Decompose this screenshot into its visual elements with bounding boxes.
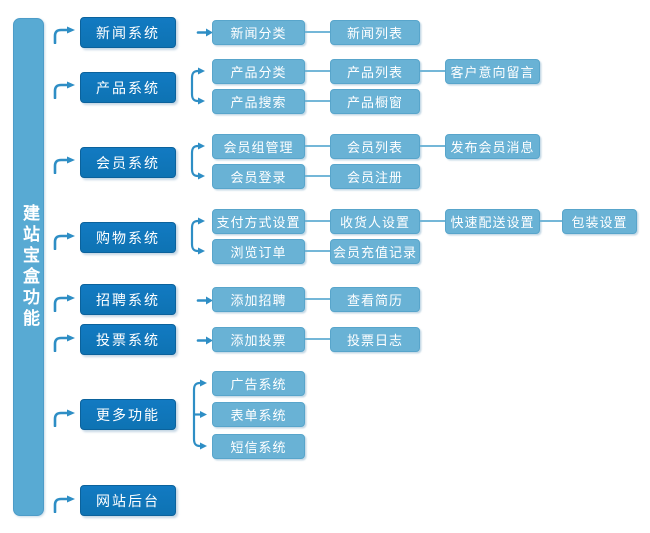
elbow-arrow-icon [53,334,75,352]
connector-line [305,338,330,340]
right-arrow-icon [196,336,213,345]
main-node-more-features: 更多功能 [80,399,176,430]
sub-node-payment-method-settings: 支付方式设置 [212,209,305,234]
right-arrow-icon [196,28,213,37]
bracket-connector-icon [192,379,207,450]
bracket-connector-icon [190,217,205,255]
main-node-product-system: 产品系统 [80,72,176,103]
sub-node-add-vote: 添加投票 [212,327,305,352]
connector-line [305,70,330,72]
connector-line [305,31,330,33]
main-node-news-system: 新闻系统 [80,17,176,48]
sub-node-vote-log: 投票日志 [330,327,420,352]
right-arrow-icon [196,296,213,305]
connector-line [305,220,330,222]
sub-node-product-search: 产品搜索 [212,89,305,114]
sub-node-sms-system: 短信系统 [212,434,305,459]
sub-node-add-recruit: 添加招聘 [212,287,305,312]
main-node-vote-system: 投票系统 [80,324,176,355]
sub-node-consignee-settings: 收货人设置 [330,209,420,234]
connector-line [305,250,330,252]
connector-line [420,145,445,147]
connector-line [305,145,330,147]
sub-node-member-list: 会员列表 [330,134,420,159]
connector-line [420,70,445,72]
sub-node-member-login: 会员登录 [212,164,305,189]
sub-node-express-delivery-settings: 快速配送设置 [445,209,540,234]
elbow-arrow-icon [53,26,75,44]
connector-line [305,100,330,102]
connector-line [305,298,330,300]
bracket-connector-icon [190,67,205,105]
sub-node-browse-orders: 浏览订单 [212,239,305,264]
root-bar: 建站宝盒功能 [13,18,44,516]
sub-node-form-system: 表单系统 [212,402,305,427]
elbow-arrow-icon [53,409,75,427]
main-node-shopping-system: 购物系统 [80,222,176,253]
elbow-arrow-icon [53,294,75,312]
connector-line [305,175,330,177]
sub-node-ad-system: 广告系统 [212,371,305,396]
sub-node-view-resumes: 查看简历 [330,287,420,312]
sub-node-member-register: 会员注册 [330,164,420,189]
sub-node-member-recharge-records: 会员充值记录 [330,239,420,264]
elbow-arrow-icon [53,156,75,174]
elbow-arrow-icon [53,81,75,99]
elbow-arrow-icon [53,495,75,513]
sub-node-product-list: 产品列表 [330,59,420,84]
bracket-connector-icon [190,142,205,180]
sub-node-packaging-settings: 包装设置 [562,209,637,234]
sub-node-product-category: 产品分类 [212,59,305,84]
sub-node-member-group-manage: 会员组管理 [212,134,305,159]
main-node-recruit-system: 招聘系统 [80,284,176,315]
sub-node-product-showcase: 产品橱窗 [330,89,420,114]
connector-line [420,220,445,222]
sub-node-customer-intent-message: 客户意向留言 [445,59,540,84]
main-node-site-backend: 网站后台 [80,485,176,516]
root-bar-label: 建站宝盒功能 [19,204,39,330]
sub-node-news-list: 新闻列表 [330,20,420,45]
sub-node-publish-member-message: 发布会员消息 [445,134,540,159]
sub-node-news-category: 新闻分类 [212,20,305,45]
main-node-member-system: 会员系统 [80,147,176,178]
elbow-arrow-icon [53,232,75,250]
connector-line [540,220,562,222]
